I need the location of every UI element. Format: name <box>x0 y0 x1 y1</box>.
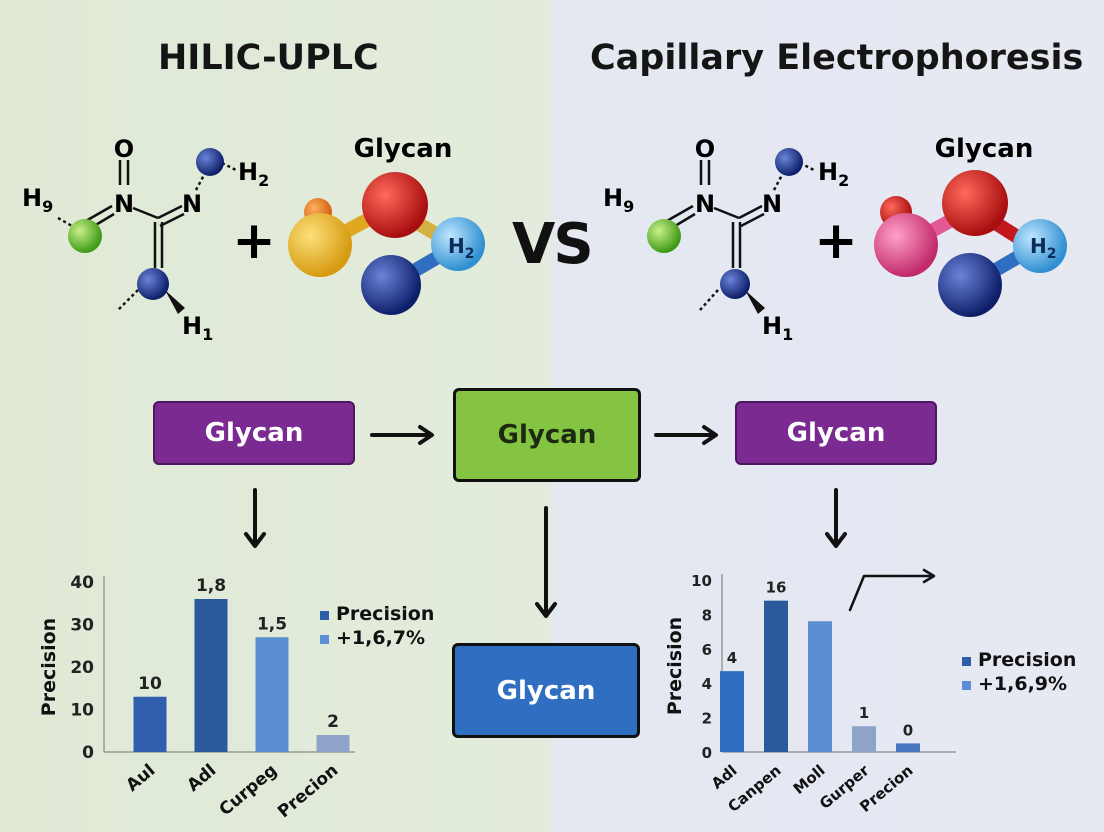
left-h9-label: H9 <box>22 184 53 216</box>
data-label: 4 <box>727 649 737 667</box>
bar <box>194 599 228 752</box>
bar <box>808 621 832 752</box>
right-h2-label: H2 <box>818 158 849 190</box>
right-h9-label: H9 <box>603 184 634 216</box>
arrow-left-down <box>244 488 266 548</box>
left-amidine-molecule: O N N H9 H2 H1 <box>22 135 269 344</box>
bar <box>133 696 167 752</box>
bar <box>255 637 289 752</box>
y-tick-label: 20 <box>70 658 94 678</box>
molecule-illustrations: O N N H9 H2 H1 + Glycan H2 <box>22 134 1067 344</box>
bar <box>316 735 350 752</box>
y-tick-label: 10 <box>691 572 712 590</box>
left-glycan-h2-label: H2 <box>448 234 475 262</box>
x-tick-label: Adl <box>708 761 741 792</box>
left-glycan-model: Glycan H2 <box>288 134 485 315</box>
right-glycan-h2-label: H2 <box>1030 234 1057 262</box>
legend-swatch <box>320 611 329 620</box>
legend-label: Precision <box>336 603 434 625</box>
bar <box>852 726 876 752</box>
right-amidine-molecule: O N N H9 H2 H1 <box>603 135 849 344</box>
glycan-box-right: Glycan <box>735 401 937 465</box>
glycan-box-left: Glycan <box>153 401 355 465</box>
legend-label: Precision <box>978 649 1076 671</box>
right-nitrogen-2-label: N <box>762 190 782 218</box>
vs-label: VS <box>512 212 594 277</box>
left-plus-sign: + <box>232 211 276 271</box>
data-label: 0 <box>903 721 913 739</box>
bar <box>720 671 744 752</box>
data-label: 2 <box>327 712 339 732</box>
bar <box>896 743 920 752</box>
left-h2-label: H2 <box>238 158 269 190</box>
y-tick-label: 40 <box>70 573 94 593</box>
arrow-center-down <box>535 506 557 618</box>
y-tick-label: 0 <box>82 743 94 763</box>
data-label: 1 <box>859 704 869 722</box>
x-tick-label: Aul <box>123 761 160 796</box>
data-label: 1,8 <box>196 576 226 596</box>
data-label: 10 <box>138 674 162 694</box>
legend-swatch <box>962 657 971 666</box>
legend-label: +1,6,7% <box>336 627 425 649</box>
legend-swatch <box>320 635 329 644</box>
bar <box>764 600 788 752</box>
y-axis-title: Precision <box>664 617 686 715</box>
y-tick-label: 30 <box>70 616 94 636</box>
right-plus-sign: + <box>814 211 858 271</box>
arrow-center-to-right <box>654 425 718 445</box>
glycan-box-bottom: Glycan <box>452 643 640 738</box>
y-tick-label: 0 <box>702 744 712 762</box>
data-label: 16 <box>766 579 787 597</box>
left-glycan-label: Glycan <box>354 134 453 164</box>
left-oxygen-label: O <box>114 135 134 163</box>
y-tick-label: 2 <box>702 710 712 728</box>
left-nitrogen-2-label: N <box>182 190 202 218</box>
glycan-box-center: Glycan <box>453 388 641 482</box>
left-title: HILIC-UPLC <box>158 38 379 78</box>
x-tick-label: Curpeg <box>216 761 282 821</box>
right-glycan-label: Glycan <box>935 134 1034 164</box>
arrow-right-down <box>825 488 847 548</box>
legend-swatch <box>962 681 971 690</box>
y-axis-title: Precision <box>38 618 60 716</box>
right-h1-label: H1 <box>762 312 793 344</box>
right-glycan-model: Glycan H2 <box>874 134 1067 317</box>
y-tick-label: 8 <box>702 606 712 624</box>
arrow-left-to-center <box>370 425 434 445</box>
right-oxygen-label: O <box>695 135 715 163</box>
left-nitrogen-1-label: N <box>114 190 134 218</box>
left-h1-label: H1 <box>182 312 213 344</box>
data-label: 1,5 <box>257 614 287 634</box>
y-tick-label: 4 <box>702 675 712 693</box>
right-title: Capillary Electrophoresis <box>590 38 1084 78</box>
x-tick-label: Adl <box>183 761 220 796</box>
right-nitrogen-1-label: N <box>695 190 715 218</box>
trend-arrow <box>848 568 936 612</box>
y-tick-label: 6 <box>702 641 712 659</box>
y-tick-label: 10 <box>70 701 94 721</box>
x-tick-label: Precion <box>274 761 342 823</box>
legend-label: +1,6,9% <box>978 673 1067 695</box>
